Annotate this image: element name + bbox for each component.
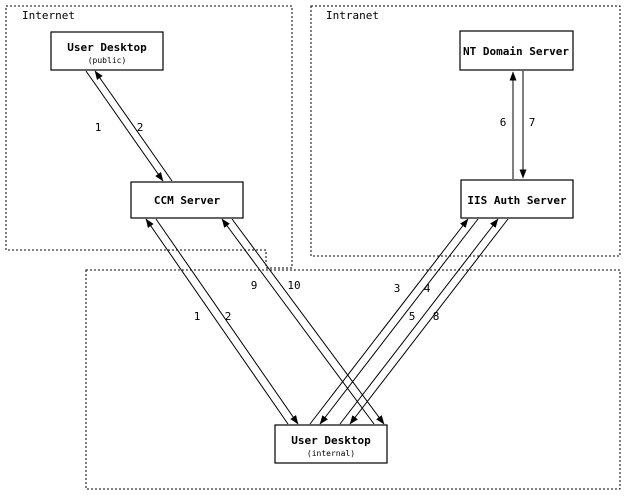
node-user-desktop-internal-title: User Desktop <box>291 434 371 447</box>
flow-label-1-internal: 1 <box>194 310 201 323</box>
flow-label-3: 3 <box>394 282 401 295</box>
flow-line-1-public-to-ccm <box>85 70 164 182</box>
zone-intranet-label: Intranet <box>326 9 379 22</box>
zone-intranet-boundary <box>310 5 621 257</box>
node-user-desktop-public-box <box>50 31 164 71</box>
flow-label-7: 7 <box>529 116 536 129</box>
node-nt-domain-server-box <box>459 30 574 71</box>
node-iis-auth-server-box <box>460 179 574 219</box>
zone-internet-label: Internet <box>22 9 75 22</box>
node-user-desktop-public-title: User Desktop <box>67 41 147 54</box>
node-ccm-server-title: CCM Server <box>154 194 221 207</box>
flow-label-1-public: 1 <box>95 121 102 134</box>
flow-label-8: 8 <box>433 310 440 323</box>
flow-line-9-internal-to-ccm <box>221 218 375 425</box>
node-user-desktop-internal-box <box>274 424 388 464</box>
zone-internet-boundary <box>5 5 293 269</box>
node-ccm-server-box <box>130 181 244 219</box>
flow-label-9: 9 <box>251 279 258 292</box>
node-iis-auth-server-title: IIS Auth Server <box>467 194 567 207</box>
flow-label-5: 5 <box>409 310 416 323</box>
node-user-desktop-public[interactable]: User Desktop (public) <box>50 31 164 71</box>
flow-label-2-internal: 2 <box>225 310 232 323</box>
node-user-desktop-public-subtitle: (public) <box>88 56 127 65</box>
flow-line-3-internal-to-iis <box>309 218 469 425</box>
flow-line-8-iis-to-internal <box>349 218 509 425</box>
flow-label-10: 10 <box>287 279 300 292</box>
flow-label-4: 4 <box>424 282 431 295</box>
node-user-desktop-internal-subtitle: (internal) <box>307 449 355 458</box>
flow-line-2-ccm-to-public <box>94 70 173 182</box>
flow-line-4-iis-to-internal <box>319 218 479 425</box>
flow-line-10-ccm-to-internal <box>231 218 385 425</box>
flow-label-2-public: 2 <box>137 121 144 134</box>
flow-line-1-internal-to-ccm <box>145 218 289 425</box>
flow-line-5-internal-to-iis <box>339 218 499 425</box>
node-iis-auth-server[interactable]: IIS Auth Server <box>460 179 574 219</box>
node-user-desktop-internal[interactable]: User Desktop (internal) <box>274 424 388 464</box>
flow-label-6: 6 <box>500 116 507 129</box>
node-ccm-server[interactable]: CCM Server <box>130 181 244 219</box>
node-nt-domain-server[interactable]: NT Domain Server <box>459 30 574 71</box>
zone-internal-boundary <box>85 269 621 490</box>
node-nt-domain-server-title: NT Domain Server <box>463 45 569 58</box>
flow-line-2-ccm-to-internal <box>155 218 299 425</box>
